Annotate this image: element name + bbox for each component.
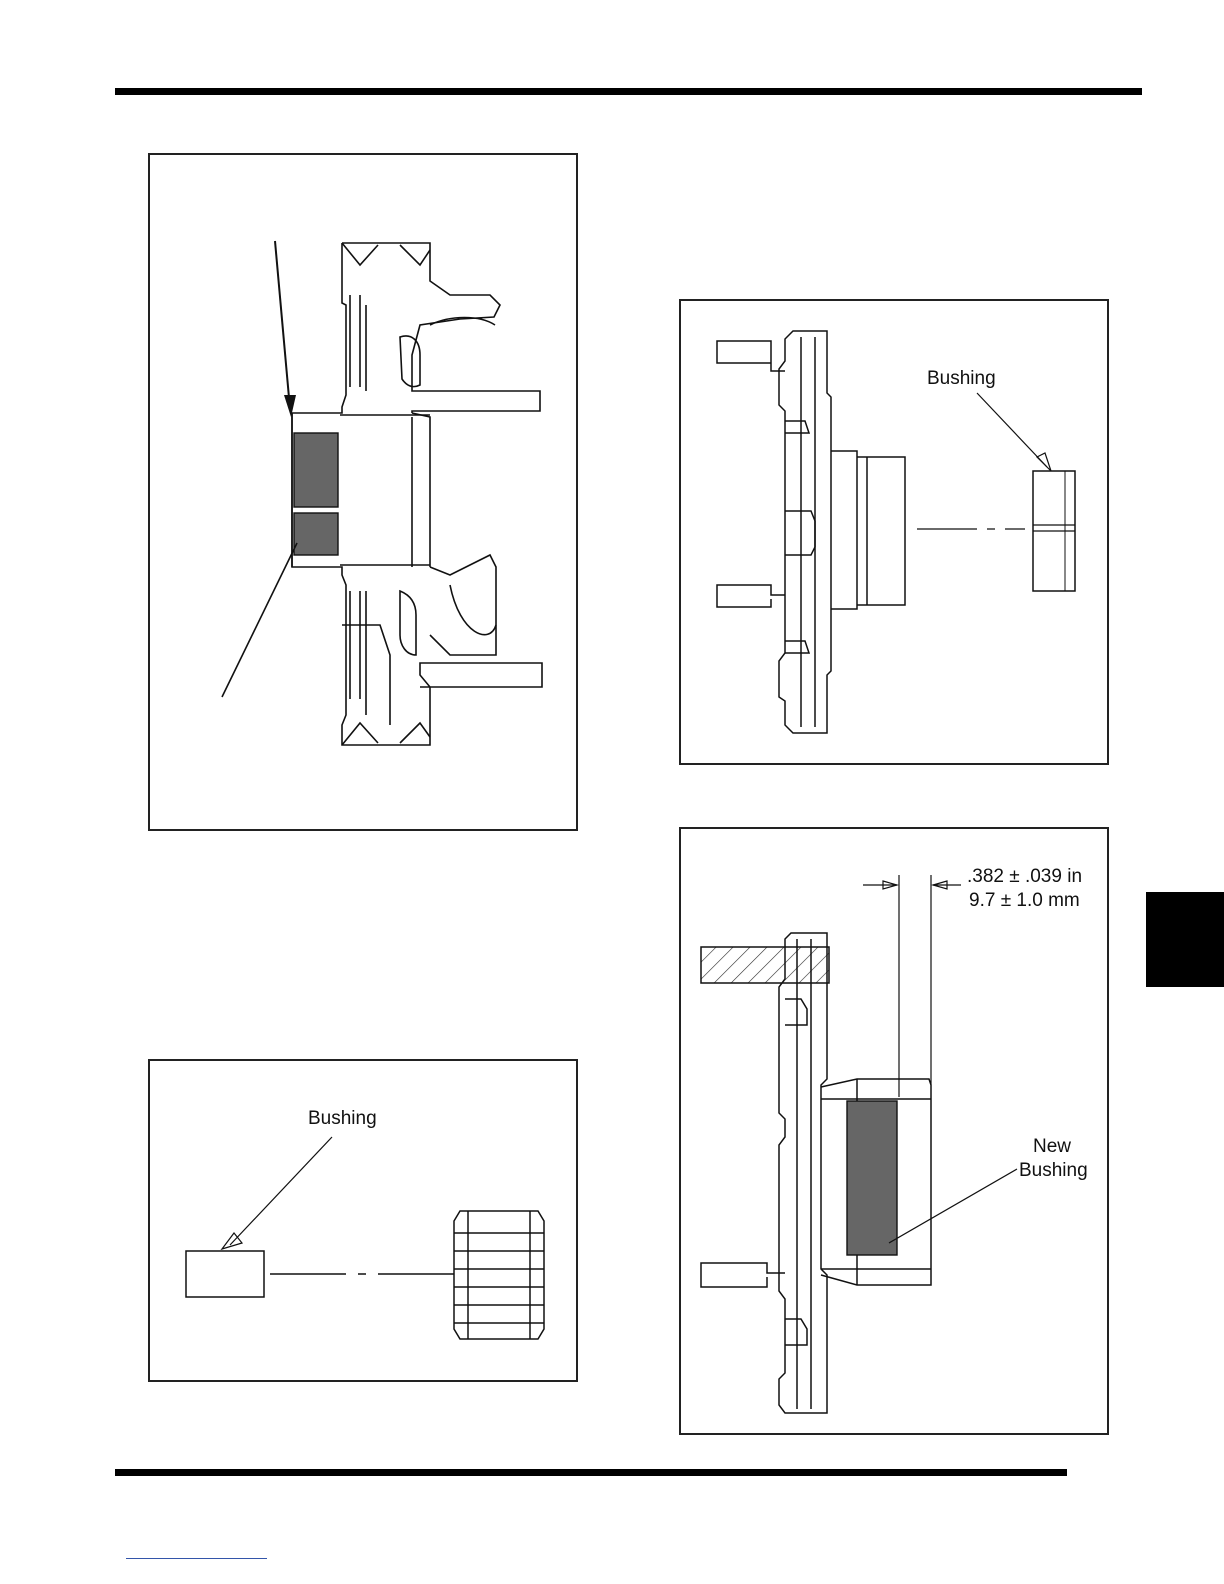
section-tab xyxy=(1146,892,1224,987)
figure-bushing-removal: Bushing xyxy=(679,299,1109,765)
figure-bushing-tool: Bushing xyxy=(148,1059,578,1382)
footer-rule xyxy=(115,1469,1067,1476)
bushing-label: Bushing xyxy=(927,367,996,391)
dimension-millimeters: 9.7 ± 1.0 mm xyxy=(969,889,1080,913)
bushing-label: Bushing xyxy=(308,1107,377,1131)
new-bushing-label-line2: Bushing xyxy=(1019,1159,1088,1183)
header-rule xyxy=(115,88,1142,95)
figure-bushing-installation-depth: .382 ± .039 in 9.7 ± 1.0 mm New Bushing xyxy=(679,827,1109,1435)
dimension-inches: .382 ± .039 in xyxy=(967,865,1082,889)
figure-clutch-cross-section xyxy=(148,153,578,831)
clutch-cross-section-drawing xyxy=(150,155,576,829)
footer-link-underline[interactable] xyxy=(126,1558,267,1559)
new-bushing-label-line1: New xyxy=(1033,1135,1071,1159)
hub-bushing-removal-drawing xyxy=(681,301,1107,763)
bushing-install-depth-drawing xyxy=(681,829,1107,1433)
